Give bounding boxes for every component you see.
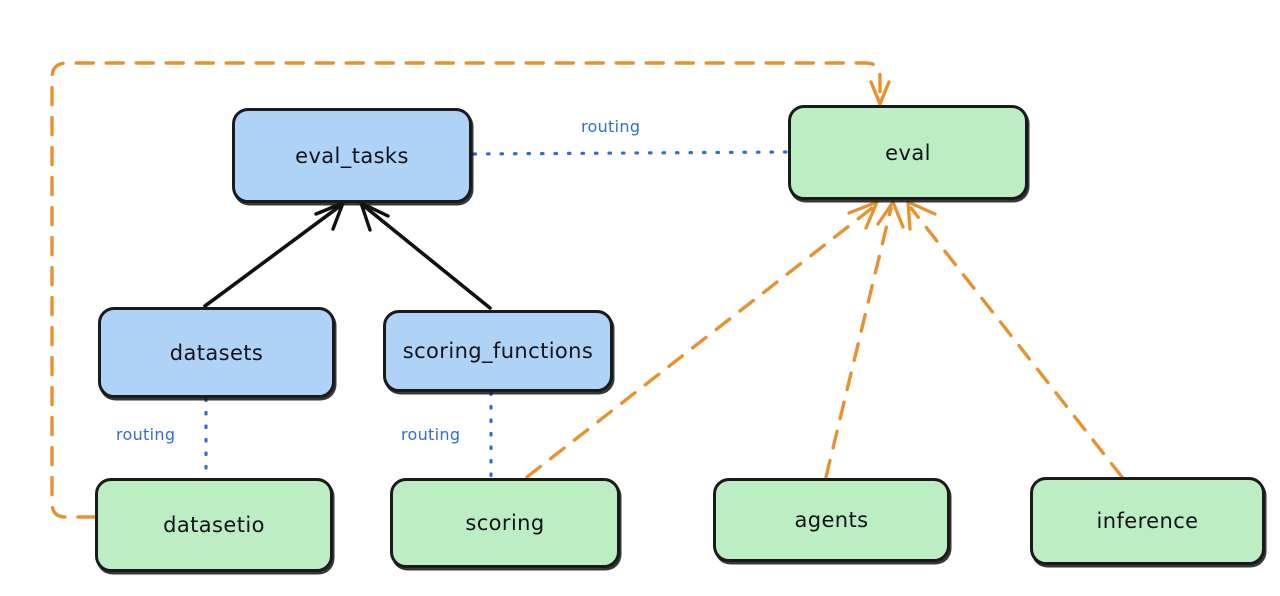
node-label-datasets: datasets (169, 340, 264, 365)
edge-label-routing-datasets: routing (113, 425, 179, 444)
node-scoring[interactable]: scoring (390, 478, 620, 568)
node-label-scoring-functions: scoring_functions (402, 339, 594, 363)
node-label-agents: agents (794, 508, 869, 532)
node-label-inference: inference (1096, 509, 1199, 533)
edge-label-routing-eval: routing (578, 117, 644, 136)
node-inference[interactable]: inference (1030, 477, 1265, 565)
edge-scoring-functions-to-eval-tasks (359, 201, 492, 310)
node-label-scoring: scoring (465, 511, 545, 535)
edge-eval-tasks-to-eval (472, 150, 788, 156)
edge-inference-to-eval (906, 200, 1124, 479)
node-eval-tasks[interactable]: eval_tasks (232, 108, 472, 203)
node-label-eval-tasks: eval_tasks (295, 143, 409, 168)
edge-datasets-to-eval-tasks (203, 201, 345, 308)
node-agents[interactable]: agents (713, 478, 950, 562)
node-label-datasetio: datasetio (163, 513, 265, 537)
edge-agents-to-eval (824, 200, 905, 479)
edge-label-routing-scoring: routing (398, 425, 464, 444)
node-eval[interactable]: eval (788, 105, 1028, 200)
node-scoring-functions[interactable]: scoring_functions (383, 310, 613, 392)
node-label-eval: eval (885, 140, 931, 165)
node-datasetio[interactable]: datasetio (95, 478, 333, 572)
node-datasets[interactable]: datasets (98, 307, 335, 398)
